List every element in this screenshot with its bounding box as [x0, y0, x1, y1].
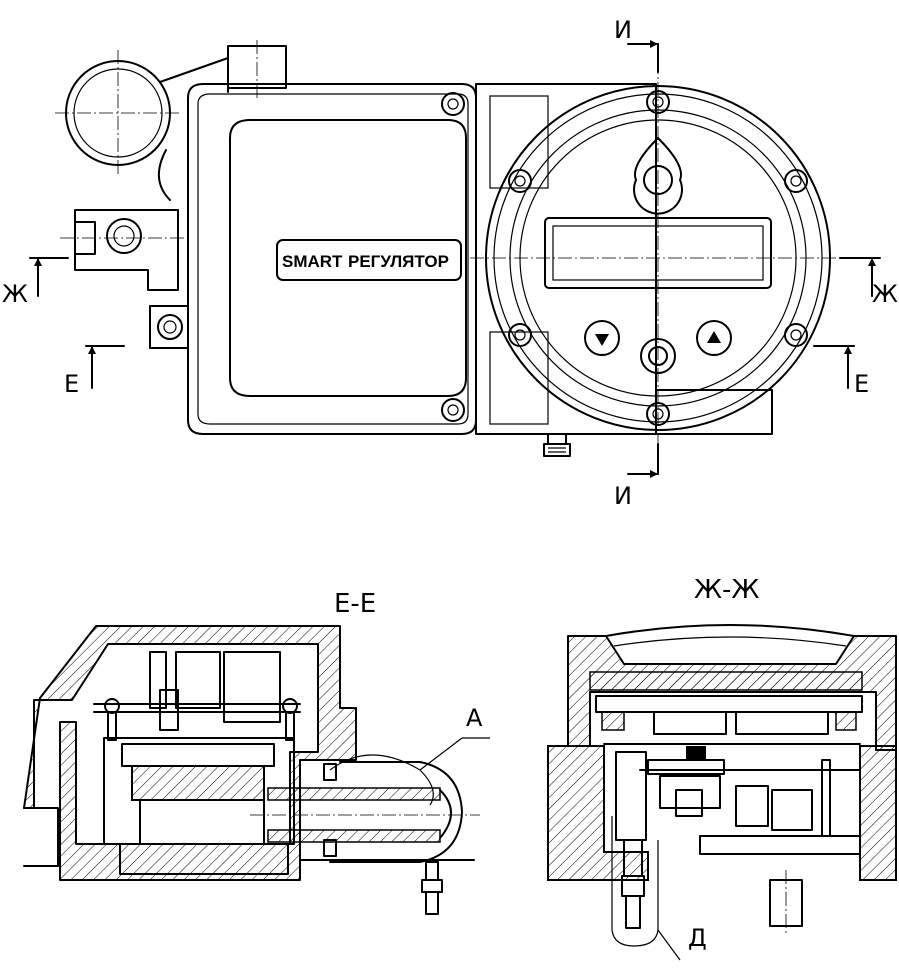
mid-body: [475, 83, 773, 457]
button-up: [696, 320, 732, 356]
button-center: [640, 338, 676, 374]
nameplate-frame: [276, 239, 462, 281]
section-mark-e-left: Е: [64, 345, 125, 398]
display-cover: [470, 60, 850, 460]
section-mark-e-right: Е: [813, 345, 869, 398]
section-mark-zh-left: Ж: [2, 257, 69, 308]
mark-zh-right-label: Ж: [872, 280, 898, 308]
pipe-boss: [55, 50, 229, 201]
nameplate-brand: SMART: [282, 252, 343, 271]
section-mark-i-top: И: [614, 16, 659, 73]
mark-e-right-label: Е: [854, 370, 869, 398]
display-window: [544, 217, 772, 289]
section-mark-i-bottom: И: [614, 443, 659, 510]
top-view: SMART РЕГУЛЯТОР: [2, 16, 898, 510]
top-nozzle: [227, 40, 287, 100]
mark-i-top-label: И: [614, 16, 632, 44]
section-e-e-title: Е-Е: [334, 589, 376, 619]
left-fitting: [60, 209, 185, 291]
section-e-e: Е-Е А: [23, 589, 490, 915]
section-zh-zh-title: Ж-Ж: [694, 575, 759, 605]
mark-e-left-label: Е: [64, 370, 79, 398]
callout-d: Д: [688, 924, 707, 952]
button-down: [584, 320, 620, 356]
mark-i-bottom-label: И: [614, 482, 632, 510]
section-mark-zh-right: Ж: [839, 257, 898, 308]
section-zh-zh: Ж-Ж Д: [547, 575, 897, 961]
nameplate-text: РЕГУЛЯТОР: [348, 252, 449, 271]
callout-a: А: [466, 704, 483, 732]
main-housing: SMART РЕГУЛЯТОР: [187, 83, 477, 435]
mark-zh-left-label: Ж: [2, 280, 28, 308]
lower-lug: [149, 305, 189, 349]
